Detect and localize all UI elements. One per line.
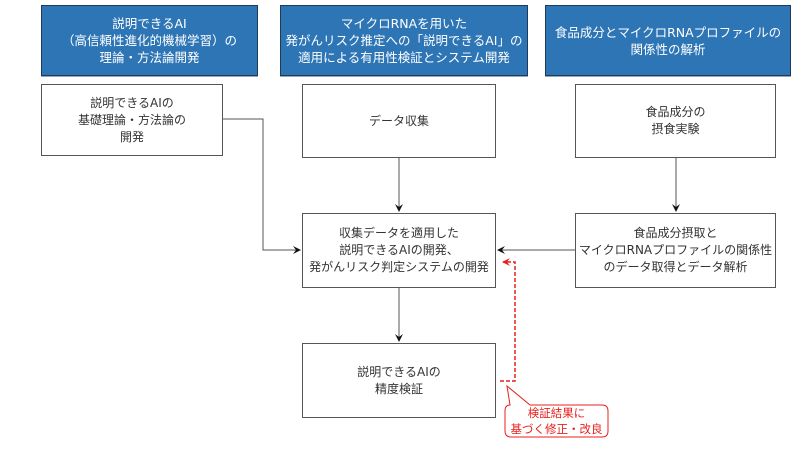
box-xai-accuracy-label: 説明できるAIの 精度検証 — [357, 364, 441, 396]
box-food-mirna-analysis: 食品成分摂取と マイクロRNAプロファイルの関係性 のデータ取得とデータ解析 — [575, 213, 776, 288]
box-food-mirna-analysis-label: 食品成分摂取と マイクロRNAプロファイルの関係性 のデータ取得とデータ解析 — [578, 226, 773, 274]
box-xai-foundation-label: 説明できるAIの 基礎理論・方法論の 開発 — [77, 95, 186, 144]
box-xai-foundation: 説明できるAIの 基礎理論・方法論の 開発 — [41, 84, 223, 156]
header-food-mirna-label: 食品成分とマイクロRNAプロファイルの 関係性の解析 — [554, 24, 782, 57]
box-xai-accuracy: 説明できるAIの 精度検証 — [302, 343, 496, 418]
header-xai-theory-label: 説明できるAI （高信頼性進化的機械学習）の 理論・方法論開発 — [61, 16, 237, 65]
feedback-callout-label: 検証結果に 基づく修正・改良 — [510, 406, 603, 436]
box-xai-system-dev-label: 収集データを適用した 説明できるAIの開発、 発がんリスク判定システムの開発 — [309, 226, 489, 274]
box-food-experiment: 食品成分の 摂食実験 — [575, 84, 776, 158]
header-mirna-xai: マイクロRNAを用いた 発がんリスク推定への「説明できるAI」の 適用による有用… — [280, 5, 528, 76]
header-food-mirna: 食品成分とマイクロRNAプロファイルの 関係性の解析 — [545, 5, 791, 76]
header-xai-theory: 説明できるAI （高信頼性進化的機械学習）の 理論・方法論開発 — [41, 5, 258, 76]
header-mirna-xai-label: マイクロRNAを用いた 発がんリスク推定への「説明できるAI」の 適用による有用… — [285, 16, 523, 65]
box-food-experiment-label: 食品成分の 摂食実験 — [645, 105, 706, 136]
box-data-collection: データ収集 — [302, 84, 496, 158]
arrow-foundation-to-system — [223, 118, 301, 254]
box-data-collection-label: データ収集 — [368, 113, 429, 128]
feedback-callout: 検証結果に 基づく修正・改良 — [505, 405, 608, 437]
box-xai-system-dev: 収集データを適用した 説明できるAIの開発、 発がんリスク判定システムの開発 — [302, 213, 496, 288]
feedback-arrow — [500, 258, 516, 382]
